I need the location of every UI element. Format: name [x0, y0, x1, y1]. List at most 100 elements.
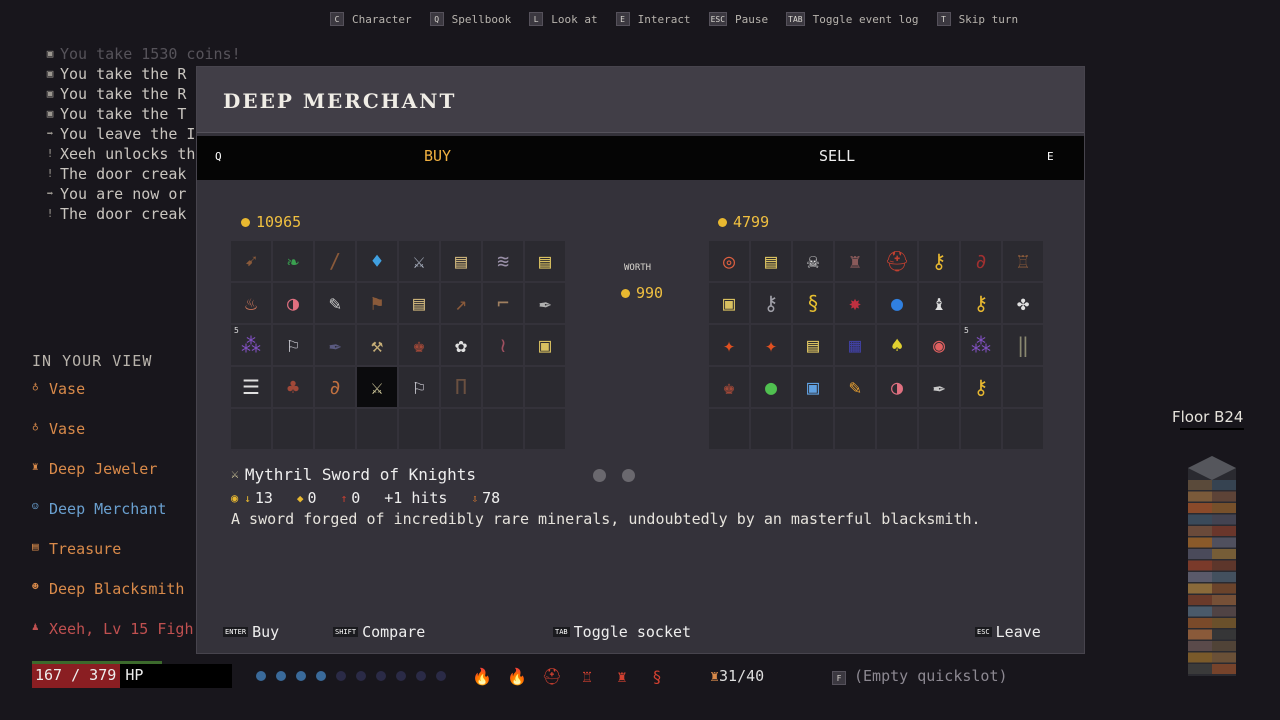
- view-item[interactable]: ☻Deep Blacksmith: [32, 580, 194, 620]
- tab-sell[interactable]: SELL: [819, 147, 856, 165]
- tab-prev-key[interactable]: Q: [215, 150, 222, 163]
- helmet-icon[interactable]: ⛑: [541, 666, 563, 686]
- inventory-slot[interactable]: ⛑: [877, 241, 917, 281]
- inventory-slot[interactable]: ☠: [793, 241, 833, 281]
- inventory-slot[interactable]: ⚒: [357, 325, 397, 365]
- inventory-slot[interactable]: ‖: [1003, 325, 1043, 365]
- empty-slot[interactable]: [1003, 409, 1043, 449]
- inventory-slot[interactable]: ⌐: [483, 283, 523, 323]
- inventory-slot[interactable]: ♜: [835, 241, 875, 281]
- inventory-slot[interactable]: ✤: [1003, 283, 1043, 323]
- empty-slot[interactable]: [919, 409, 959, 449]
- inventory-slot[interactable]: ≋: [483, 241, 523, 281]
- inventory-slot[interactable]: ↗: [441, 283, 481, 323]
- inventory-slot[interactable]: ▣: [525, 325, 565, 365]
- inventory-slot[interactable]: ⚐: [273, 325, 313, 365]
- empty-slot[interactable]: [315, 409, 355, 449]
- inventory-slot[interactable]: ▣: [793, 367, 833, 407]
- inventory-slot[interactable]: ⁂5: [231, 325, 271, 365]
- inventory-slot[interactable]: ✦: [751, 325, 791, 365]
- inventory-slot[interactable]: ♚: [709, 367, 749, 407]
- socket-dot[interactable]: [593, 469, 606, 482]
- inventory-slot[interactable]: ⚐: [399, 367, 439, 407]
- inventory-slot[interactable]: ✸: [835, 283, 875, 323]
- inventory-slot[interactable]: ◎: [709, 241, 749, 281]
- inventory-slot[interactable]: ◑: [273, 283, 313, 323]
- robe-icon[interactable]: ♜: [617, 666, 627, 686]
- inventory-slot[interactable]: ♣: [273, 367, 313, 407]
- view-item[interactable]: ♜Deep Jeweler: [32, 460, 194, 500]
- tab-buy[interactable]: BUY: [424, 147, 452, 165]
- inventory-slot[interactable]: ●: [877, 283, 917, 323]
- inventory-slot[interactable]: ▣: [709, 283, 749, 323]
- inventory-slot[interactable]: ⚔: [399, 241, 439, 281]
- fire-staff-icon[interactable]: 🔥: [507, 666, 527, 686]
- inventory-slot[interactable]: ⚷: [919, 241, 959, 281]
- inventory-slot[interactable]: ➹: [231, 241, 271, 281]
- empty-slot[interactable]: [525, 409, 565, 449]
- inventory-slot[interactable]: ♚: [399, 325, 439, 365]
- view-item[interactable]: ☺Deep Merchant: [32, 500, 194, 540]
- empty-slot[interactable]: [483, 367, 523, 407]
- empty-slot[interactable]: [961, 409, 1001, 449]
- inventory-slot[interactable]: ✦: [709, 325, 749, 365]
- inventory-slot[interactable]: ♨: [231, 283, 271, 323]
- inventory-slot[interactable]: ∂: [315, 367, 355, 407]
- inventory-slot[interactable]: ▤: [751, 241, 791, 281]
- empty-slot[interactable]: [525, 367, 565, 407]
- view-item[interactable]: ♁Vase: [32, 380, 194, 420]
- empty-slot[interactable]: [399, 409, 439, 449]
- empty-slot[interactable]: [273, 409, 313, 449]
- inventory-slot[interactable]: ◉: [919, 325, 959, 365]
- inventory-slot[interactable]: ♦: [357, 241, 397, 281]
- empty-slot[interactable]: [751, 409, 791, 449]
- socket-dot[interactable]: [622, 469, 635, 482]
- inventory-slot[interactable]: ✎: [315, 283, 355, 323]
- quickslot[interactable]: F(Empty quickslot): [832, 667, 1008, 685]
- empty-slot[interactable]: [835, 409, 875, 449]
- inventory-slot[interactable]: ≀: [483, 325, 523, 365]
- inventory-slot[interactable]: ▤: [399, 283, 439, 323]
- inventory-slot[interactable]: ▤: [441, 241, 481, 281]
- empty-slot[interactable]: [709, 409, 749, 449]
- inventory-slot[interactable]: ⁂5: [961, 325, 1001, 365]
- inventory-slot[interactable]: ⚷: [751, 283, 791, 323]
- inventory-slot[interactable]: ✒: [315, 325, 355, 365]
- inventory-slot[interactable]: ♠: [877, 325, 917, 365]
- empty-slot[interactable]: [357, 409, 397, 449]
- inventory-slot[interactable]: ⚷: [961, 367, 1001, 407]
- view-item[interactable]: ▤Treasure: [32, 540, 194, 580]
- inventory-slot[interactable]: ✒: [525, 283, 565, 323]
- amulet-icon[interactable]: §: [652, 666, 662, 686]
- inventory-slot[interactable]: ❧: [273, 241, 313, 281]
- inventory-slot[interactable]: ◑: [877, 367, 917, 407]
- empty-slot[interactable]: [231, 409, 271, 449]
- inventory-slot[interactable]: ✒: [919, 367, 959, 407]
- empty-slot[interactable]: [1003, 367, 1043, 407]
- empty-slot[interactable]: [877, 409, 917, 449]
- fire-staff-icon[interactable]: 🔥: [472, 666, 492, 686]
- inventory-slot[interactable]: ∂: [961, 241, 1001, 281]
- inventory-slot[interactable]: ♖: [1003, 241, 1043, 281]
- inventory-slot[interactable]: ●: [751, 367, 791, 407]
- empty-slot[interactable]: [441, 409, 481, 449]
- view-item[interactable]: ♁Vase: [32, 420, 194, 460]
- inventory-slot[interactable]: Π: [441, 367, 481, 407]
- empty-slot[interactable]: [483, 409, 523, 449]
- inventory-slot[interactable]: ✿: [441, 325, 481, 365]
- inventory-slot[interactable]: /: [315, 241, 355, 281]
- inventory-slot[interactable]: ▤: [793, 325, 833, 365]
- inventory-slot[interactable]: ✎: [835, 367, 875, 407]
- inventory-slot[interactable]: ⚔: [357, 367, 397, 407]
- armor-icon[interactable]: ♖: [582, 666, 592, 686]
- inventory-slot[interactable]: ▤: [525, 241, 565, 281]
